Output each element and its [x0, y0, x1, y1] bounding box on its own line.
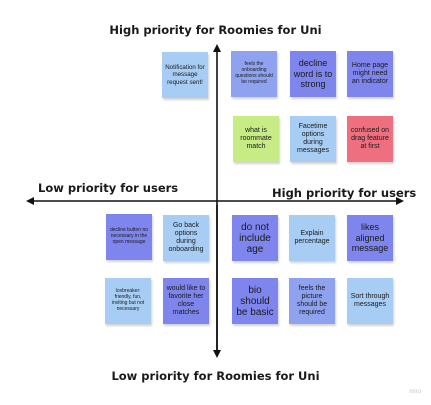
sticky-note-picture-required[interactable]: feels the picture should be required	[289, 278, 335, 324]
sticky-note-likes-aligned[interactable]: likes aligned message	[347, 215, 393, 261]
sticky-note-decline-button[interactable]: decline button no necessary in the open …	[106, 214, 152, 260]
axis-label-left: Low priority for users	[38, 181, 179, 195]
axis-label-bottom: Low priority for Roomies for Uni	[111, 369, 320, 383]
sticky-note-percentage[interactable]: Explain percentage	[289, 215, 335, 261]
sticky-note-bio-basic[interactable]: bio should be basic	[232, 278, 278, 324]
sticky-note-icebreaker[interactable]: Icebreaker: friendly, fun, inviting but …	[105, 278, 151, 324]
sticky-note-roommate-match[interactable]: what is roommate match	[233, 116, 279, 162]
sticky-note-sort-messages[interactable]: Sort through messages	[347, 278, 393, 324]
sticky-note-home-indicator[interactable]: Home page might need an indicator	[347, 51, 393, 97]
sticky-note-drag-confused[interactable]: confused on drag feature at first	[347, 116, 393, 162]
sticky-note-facetime[interactable]: Facetime options during messages	[290, 116, 336, 162]
axis-label-top: High priority for Roomies for Uni	[109, 23, 322, 37]
sticky-note-notification[interactable]: Notification for message request sent!	[162, 52, 208, 98]
axis-label-right: High priority for users	[272, 186, 417, 200]
miro-watermark: miro	[409, 389, 421, 395]
sticky-note-onboarding-questions[interactable]: feels the onboarding questions should be…	[231, 51, 277, 97]
sticky-note-decline-word[interactable]: decline word is to strong	[290, 51, 336, 97]
sticky-note-favorite[interactable]: would like to favorite her close matches	[163, 278, 209, 324]
sticky-note-no-age[interactable]: do not include age	[232, 215, 278, 261]
sticky-note-go-back[interactable]: Go back options during onboarding	[163, 215, 209, 261]
